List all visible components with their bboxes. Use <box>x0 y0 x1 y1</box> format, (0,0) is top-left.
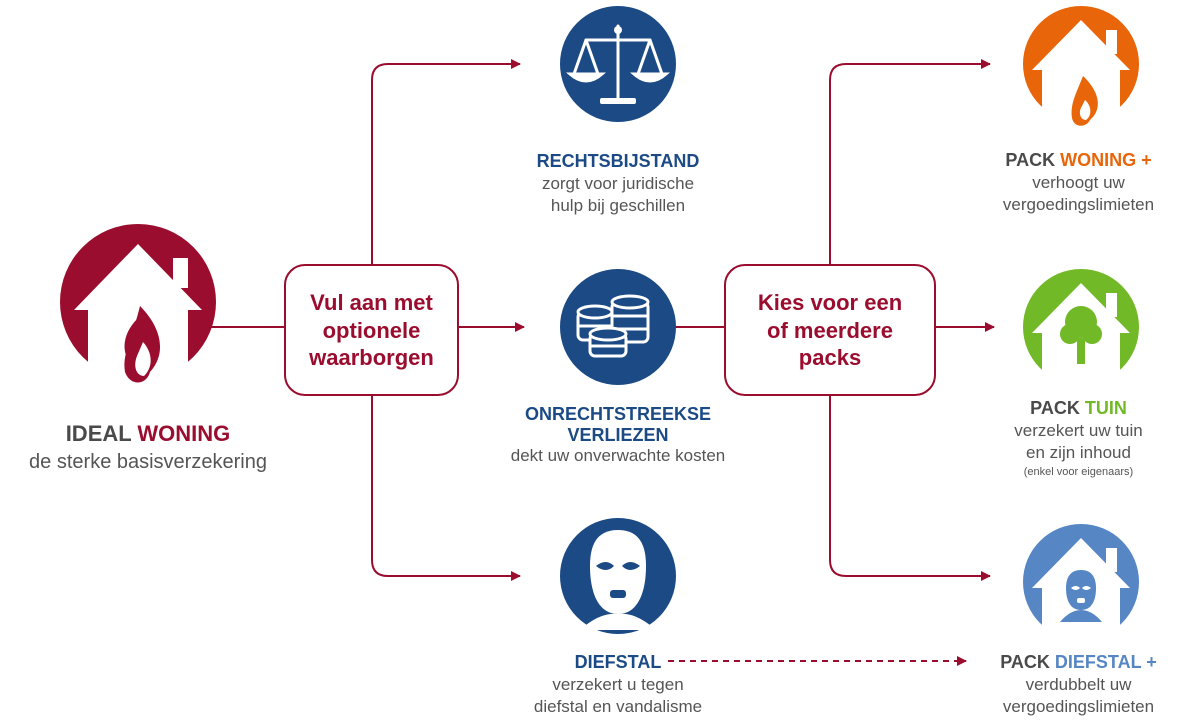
burglar-icon <box>560 518 676 634</box>
box-left-line: optionele <box>322 317 421 343</box>
scales-icon <box>560 6 676 122</box>
pack-prefix: PACK <box>1030 398 1085 418</box>
pack-prefix: PACK <box>1000 652 1055 672</box>
coins-icon <box>560 269 676 385</box>
option-desc: zorgt voor juridische <box>541 174 695 194</box>
pack-diefstal-icon <box>1023 524 1139 642</box>
ideal-woning-title-pre: IDEAL <box>65 421 138 446</box>
pack-diefstal-label: PACK DIEFSTAL + verdubbelt uw vergoeding… <box>970 651 1187 719</box>
box-right-line: Kies voor een <box>757 290 903 315</box>
pack-tuin-icon <box>1023 269 1139 387</box>
pack-prefix: PACK <box>1005 150 1061 170</box>
option-title: DIEFSTAL <box>574 652 662 672</box>
option-desc: diefstal en vandalisme <box>533 697 703 717</box>
ideal-woning-title-accent: WONING <box>137 421 231 446</box>
ideal-woning-icon <box>60 224 216 388</box>
pack-accent: WONING + <box>1060 150 1152 170</box>
option-diefstal: DIEFSTAL verzekert u tegen diefstal en v… <box>498 651 738 719</box>
pack-desc: vergoedingslimieten <box>1002 697 1155 717</box>
right-connector <box>645 59 995 581</box>
pack-desc: verdubbelt uw <box>1025 675 1132 695</box>
option-rechtsbijstand: RECHTSBIJSTAND zorgt voor juridische hul… <box>498 150 738 218</box>
pack-tuin-label: PACK TUIN verzekert uw tuin en zijn inho… <box>970 397 1187 479</box>
option-title: VERLIEZEN <box>567 424 669 445</box>
option-desc: hulp bij geschillen <box>550 196 686 216</box>
pack-note: (enkel voor eigenaars) <box>1023 465 1134 478</box>
box-left-line: Vul aan met <box>310 290 433 315</box>
ideal-woning-desc: de sterke basisverzekering <box>29 450 267 473</box>
box-right-text: Kies voor een of meerdere packs <box>725 289 935 372</box>
pack-woning-icon <box>1023 6 1139 126</box>
option-desc: dekt uw onverwachte kosten <box>510 446 726 466</box>
left-connector <box>180 59 525 581</box>
option-onrechtstreekse-verliezen: ONRECHTSTREEKSE VERLIEZEN dekt uw onverw… <box>478 404 758 467</box>
box-right-frame <box>724 264 936 396</box>
box-left-frame <box>284 264 459 396</box>
box-right-line: packs <box>798 345 862 370</box>
pack-accent: DIEFSTAL + <box>1054 652 1157 672</box>
box-right-line: of meerdere <box>767 317 893 343</box>
option-title: ONRECHTSTREEKSE <box>524 404 712 424</box>
pack-accent: TUIN <box>1084 398 1127 418</box>
option-title: RECHTSBIJSTAND <box>536 151 700 171</box>
pack-desc: vergoedingslimieten <box>1002 195 1155 215</box>
box-left-line: waarborgen <box>309 345 434 370</box>
pack-desc: verhoogt uw <box>1032 173 1125 193</box>
pack-woning-label: PACK WONING + verhoogt uw vergoedingslim… <box>970 149 1187 217</box>
ideal-woning-label: IDEAL WONING de sterke basisverzekering <box>0 420 296 475</box>
pack-desc: verzekert uw tuin <box>1014 421 1143 441</box>
box-left-text: Vul aan met optionele waarborgen <box>285 289 458 372</box>
option-desc: verzekert u tegen <box>552 675 684 695</box>
pack-desc: en zijn inhoud <box>1026 443 1131 463</box>
